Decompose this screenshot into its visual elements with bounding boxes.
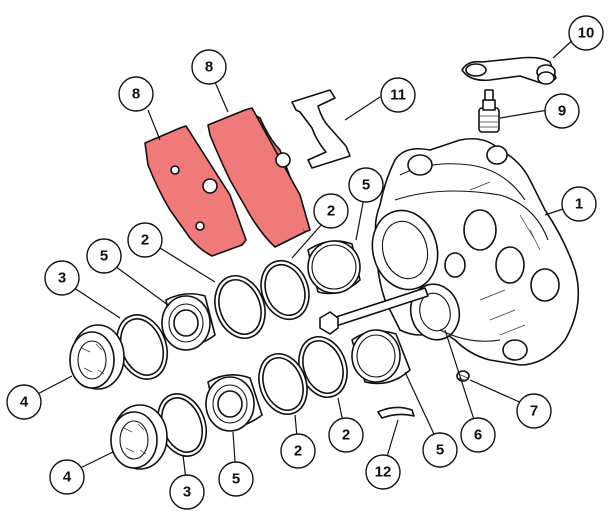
svg-text:2: 2 — [342, 427, 350, 444]
crossover-pin — [319, 287, 429, 335]
svg-text:1: 1 — [575, 196, 583, 213]
callout-6: 6 — [460, 417, 496, 453]
callout-12: 12 — [365, 454, 401, 490]
piston-large-lower — [351, 329, 411, 385]
seal-upper-1 — [260, 259, 310, 321]
callout-5-bottom-right: 5 — [422, 432, 458, 468]
callout-5-top: 5 — [348, 167, 384, 203]
svg-text:9: 9 — [558, 103, 566, 120]
svg-text:7: 7 — [530, 403, 538, 420]
svg-text:12: 12 — [375, 464, 392, 481]
pad-spring — [291, 89, 351, 169]
retaining-clip — [377, 406, 415, 419]
bleeder-valve — [478, 89, 500, 133]
dust-boot-upper — [69, 324, 125, 390]
callout-2-lower-right: 2 — [328, 417, 364, 453]
svg-text:8: 8 — [132, 86, 140, 103]
svg-text:11: 11 — [390, 87, 406, 104]
callout-9: 9 — [544, 93, 580, 129]
callout-5-bottom-mid: 5 — [218, 461, 254, 497]
svg-text:3: 3 — [183, 484, 191, 501]
seal-lower-1 — [298, 336, 348, 398]
seal-outer-upper — [115, 314, 169, 380]
svg-text:5: 5 — [436, 442, 444, 459]
svg-text:2: 2 — [141, 232, 149, 249]
callout-2-upper-left: 2 — [127, 222, 163, 258]
svg-text:10: 10 — [578, 25, 595, 42]
callout-10: 10 — [568, 15, 604, 51]
callout-5-left: 5 — [86, 238, 122, 274]
caliper-body — [371, 137, 580, 366]
svg-text:8: 8 — [205, 59, 213, 76]
seal-upper-2 — [214, 275, 266, 339]
bleed-link — [461, 56, 557, 85]
svg-text:2: 2 — [294, 443, 302, 460]
piston-large-upper — [307, 240, 361, 295]
svg-text:4: 4 — [20, 394, 29, 411]
piston-small-lower — [205, 374, 263, 432]
brake-pad-left — [144, 125, 247, 257]
svg-text:5: 5 — [232, 471, 240, 488]
callout-3-upper: 3 — [44, 260, 80, 296]
piston-small-upper — [161, 292, 216, 351]
svg-text:5: 5 — [362, 177, 370, 194]
dust-boot-lower — [110, 404, 168, 470]
svg-text:6: 6 — [474, 427, 482, 444]
callout-4-lower: 4 — [49, 459, 85, 495]
callout-4-upper: 4 — [6, 384, 42, 420]
callout-3-lower: 3 — [169, 474, 205, 510]
seal-lower-2 — [258, 353, 308, 415]
svg-text:5: 5 — [100, 248, 108, 265]
callout-2-upper-right: 2 — [313, 193, 349, 229]
callout-2-lower-left: 2 — [280, 433, 316, 469]
brake-pad-right — [207, 107, 311, 248]
callout-1: 1 — [561, 186, 597, 222]
svg-text:3: 3 — [58, 270, 66, 287]
callout-7: 7 — [516, 393, 552, 429]
callout-8-right: 8 — [191, 49, 227, 85]
callout-8-left: 8 — [118, 76, 154, 112]
svg-text:4: 4 — [63, 469, 72, 486]
svg-text:2: 2 — [327, 203, 335, 220]
callout-11: 11 — [380, 77, 416, 113]
